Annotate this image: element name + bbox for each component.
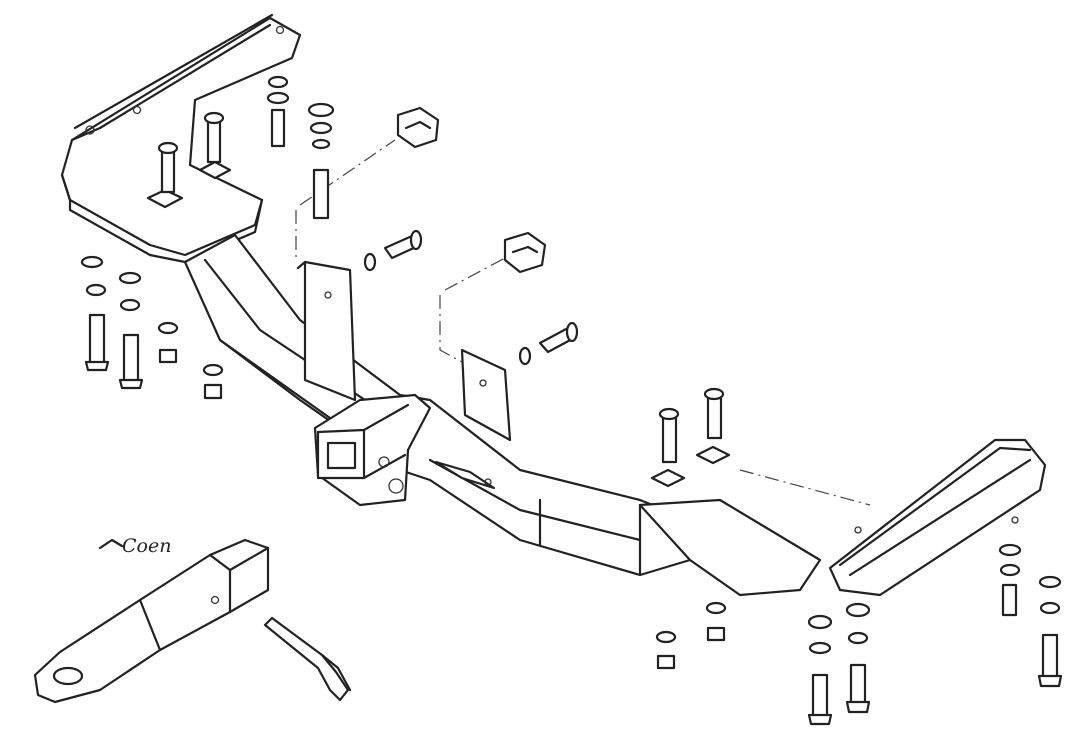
receiver-tube [313,393,432,507]
bolt-stack-far-right-2 [1037,575,1063,688]
upright-bracket-left [296,260,357,402]
right-mounting-bracket [828,438,1047,597]
hitch-pin [263,616,352,702]
bolt-stack-right-4 [845,602,871,714]
bolt-mid-stack [307,102,335,220]
upright-bracket-right [460,348,512,442]
hitch-pin-clip [98,538,124,550]
bolt-lower-left-stack [80,255,110,372]
nut-lower-left [157,321,224,400]
bolt-right-top-2 [695,387,731,465]
bolt-horizontal-right [518,321,579,366]
nut-stack-right-1 [655,630,677,670]
bolt-lower-middle-stack [118,271,144,390]
bolt-right-top-1 [650,407,686,488]
square-nut-middle [503,231,547,274]
nut-stack-right-2 [705,601,727,642]
hand-annotation: Coen [122,535,171,557]
bolt-horizontal-left [363,229,423,272]
bolt-stack-far-right-1 [998,543,1022,617]
bolt-top-2 [203,111,225,164]
bolt-upper-stack [266,75,290,148]
bolt-stack-right-3 [807,614,833,726]
left-mounting-bracket [60,13,302,264]
ball-mount [33,538,270,704]
bolt-top-1 [157,141,179,194]
square-nut-top [396,106,440,149]
